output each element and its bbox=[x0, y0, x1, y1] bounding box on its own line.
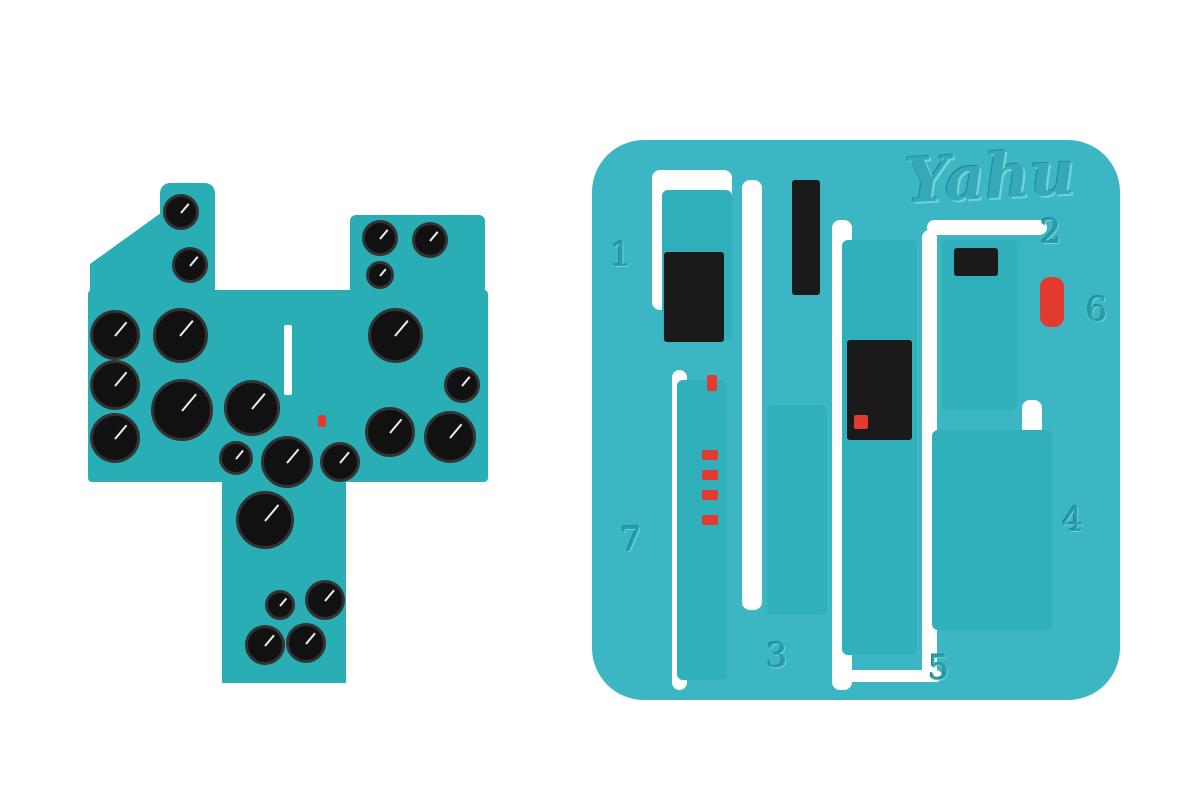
part-4 bbox=[932, 430, 1052, 630]
instrument-gauge bbox=[424, 411, 476, 463]
warning-cross bbox=[854, 415, 868, 429]
red-switch bbox=[707, 375, 717, 391]
part-number-5: 5 bbox=[928, 648, 950, 688]
red-switch bbox=[702, 515, 718, 525]
part-3 bbox=[767, 405, 827, 615]
part-number-6: 6 bbox=[1086, 290, 1108, 330]
instrument-gauge bbox=[367, 307, 423, 363]
instrument-gauge bbox=[305, 580, 345, 620]
instrument-gauge bbox=[261, 436, 313, 488]
fret-cutout bbox=[742, 180, 762, 610]
part-number-2: 2 bbox=[1040, 212, 1062, 252]
instrument-gauge bbox=[286, 623, 326, 663]
instrument-gauge bbox=[265, 590, 295, 620]
instrument-gauge bbox=[320, 442, 360, 482]
part-5 bbox=[842, 240, 917, 655]
instrument-gauge bbox=[90, 360, 140, 410]
instrument-gauge bbox=[366, 261, 394, 289]
warning-light bbox=[318, 415, 326, 427]
instrument-gauge bbox=[412, 222, 448, 258]
yahu-logo: Yahu bbox=[903, 135, 1077, 218]
red-switch bbox=[702, 450, 718, 460]
instrument-gauge bbox=[362, 220, 398, 256]
instrument-gauge bbox=[444, 367, 480, 403]
instrument-gauge bbox=[219, 441, 253, 475]
part-number-3: 3 bbox=[766, 636, 788, 676]
instrument-gauge bbox=[90, 413, 140, 463]
part-number-7: 7 bbox=[620, 520, 642, 560]
instrument-gauge bbox=[236, 491, 294, 549]
panel-slot bbox=[284, 325, 292, 395]
part-number-1: 1 bbox=[610, 235, 632, 275]
instrument-gauge bbox=[163, 194, 199, 230]
fret-cutout bbox=[842, 670, 942, 682]
control-box bbox=[664, 252, 724, 342]
fret-cutout bbox=[927, 220, 1047, 235]
instrument-gauge bbox=[152, 307, 208, 363]
knob-strip bbox=[792, 180, 820, 295]
part-6 bbox=[1040, 277, 1064, 327]
box-2 bbox=[954, 248, 998, 276]
instrument-gauge bbox=[245, 625, 285, 665]
red-switch bbox=[702, 470, 718, 480]
instrument-gauge bbox=[224, 380, 280, 436]
part-number-4: 4 bbox=[1062, 500, 1084, 540]
photo-etch-fret bbox=[592, 140, 1120, 700]
instrument-gauge bbox=[90, 310, 140, 360]
instrument-gauge bbox=[151, 379, 213, 441]
part-7 bbox=[677, 380, 727, 680]
instrument-gauge bbox=[365, 407, 415, 457]
instrument-gauge bbox=[172, 247, 208, 283]
red-switch bbox=[702, 490, 718, 500]
